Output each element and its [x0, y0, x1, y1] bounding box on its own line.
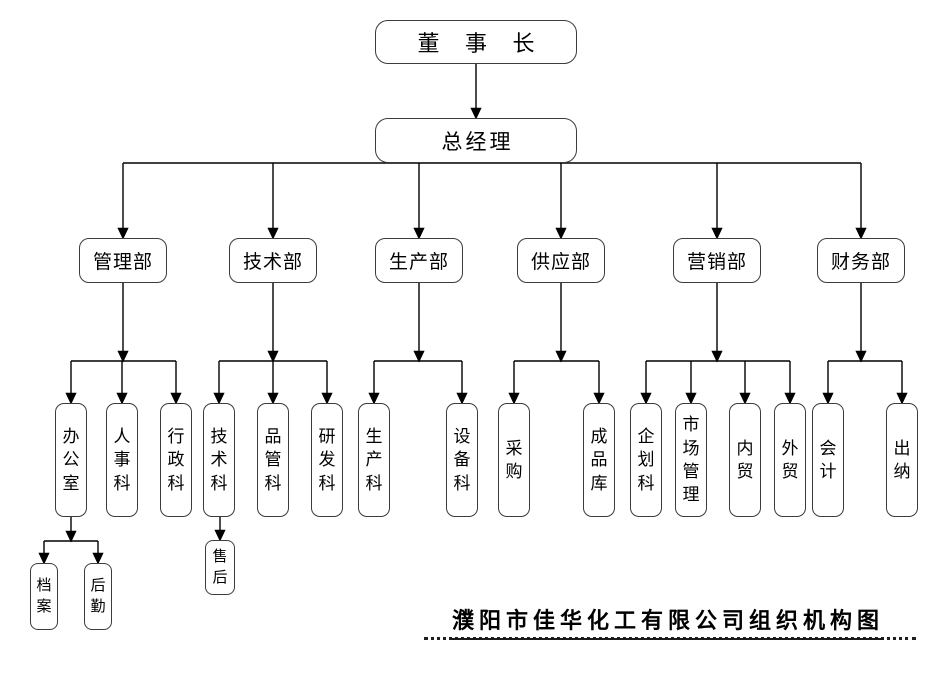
- node-section-accounting: 会计: [812, 403, 844, 517]
- node-dept-production: 生产部: [375, 238, 463, 283]
- node-dept-marketing: 营销部: [673, 238, 761, 283]
- node-section-technical: 技术科: [203, 403, 235, 517]
- node-section-purchasing: 采购: [498, 403, 530, 517]
- node-archives: 档案: [30, 563, 58, 630]
- node-section-market-mgmt: 市场管理: [675, 403, 707, 517]
- node-section-cashier: 出纳: [886, 403, 918, 517]
- node-dept-management: 管理部: [79, 238, 167, 283]
- node-section-production: 生产科: [358, 403, 390, 517]
- node-chairman: 董 事 长: [375, 20, 577, 64]
- node-section-quality: 品管科: [257, 403, 289, 517]
- node-section-office: 办公室: [55, 403, 87, 517]
- node-section-foreign-trade: 外贸: [774, 403, 806, 517]
- node-dept-technology: 技术部: [229, 238, 317, 283]
- node-section-domestic-trade: 内贸: [729, 403, 761, 517]
- node-section-planning: 企划科: [630, 403, 662, 517]
- node-dept-supply: 供应部: [517, 238, 605, 283]
- node-section-administration: 行政科: [160, 403, 192, 517]
- node-section-equipment: 设备科: [446, 403, 478, 517]
- node-after-sales: 售后: [205, 540, 235, 595]
- node-section-personnel: 人事科: [106, 403, 138, 517]
- node-section-warehouse: 成品库: [583, 403, 615, 517]
- node-logistics: 后勤: [84, 563, 112, 630]
- node-dept-finance: 财务部: [817, 238, 905, 283]
- node-section-rnd: 研发科: [311, 403, 343, 517]
- chart-title: 濮阳市佳华化工有限公司组织机构图: [452, 603, 885, 640]
- node-general-manager: 总经理: [375, 118, 577, 163]
